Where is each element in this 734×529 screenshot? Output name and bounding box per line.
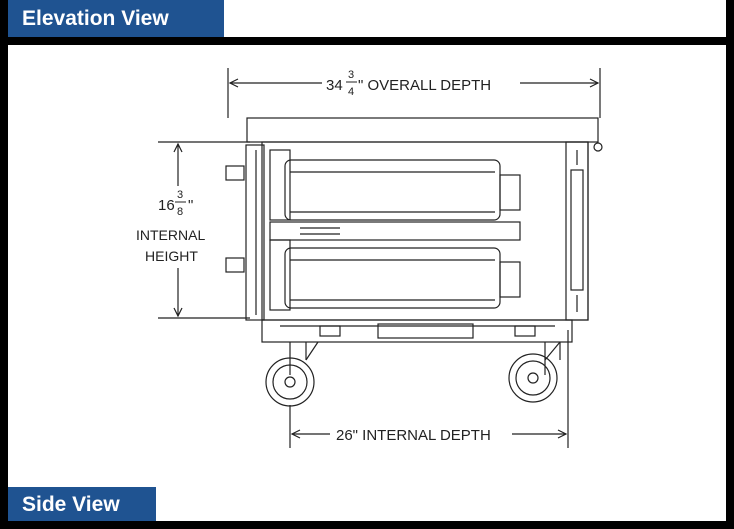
svg-text:INTERNAL: INTERNAL bbox=[136, 227, 205, 243]
lower-latch bbox=[225, 257, 245, 273]
right-caster-wheel bbox=[508, 353, 558, 403]
height-arrow-top bbox=[173, 142, 183, 153]
svg-text:3: 3 bbox=[348, 69, 354, 81]
elevation-view-title: Elevation View bbox=[8, 0, 224, 37]
lower-pan bbox=[284, 247, 501, 309]
top-knob bbox=[593, 142, 603, 152]
overall-depth-arrow-right bbox=[589, 78, 600, 88]
upper-pan-handle bbox=[499, 174, 521, 211]
internal-height-label: 16 3 8 " INTERNAL HEIGHT bbox=[136, 189, 205, 264]
front-column bbox=[245, 144, 265, 321]
door-handle bbox=[570, 169, 584, 291]
svg-text:34: 34 bbox=[326, 77, 343, 94]
upper-rail bbox=[269, 149, 291, 221]
svg-text:8: 8 bbox=[177, 206, 183, 218]
door-panel bbox=[565, 141, 589, 321]
cabinet-body bbox=[261, 141, 589, 321]
svg-text:3: 3 bbox=[177, 189, 183, 201]
middle-shelf bbox=[269, 221, 521, 241]
svg-text:": " bbox=[188, 197, 193, 214]
side-view-title: Side View bbox=[8, 487, 156, 521]
base-chassis bbox=[261, 319, 573, 343]
svg-text:4: 4 bbox=[348, 86, 354, 98]
svg-text:" OVERALL DEPTH: " OVERALL DEPTH bbox=[358, 77, 491, 94]
svg-text:HEIGHT: HEIGHT bbox=[145, 248, 198, 264]
cabinet-top bbox=[246, 117, 599, 143]
lower-pan-handle bbox=[499, 261, 521, 298]
header-divider bbox=[0, 37, 734, 45]
internal-depth-label: 26" INTERNAL DEPTH bbox=[336, 427, 491, 444]
upper-pan bbox=[284, 159, 501, 221]
depth-arrow-right bbox=[557, 429, 568, 439]
svg-text:16: 16 bbox=[158, 197, 175, 214]
lower-rail bbox=[269, 239, 291, 311]
height-arrow-bottom bbox=[173, 307, 183, 318]
upper-latch bbox=[225, 165, 245, 181]
depth-arrow-left bbox=[290, 429, 301, 439]
overall-depth-label: 34 3 4 " OVERALL DEPTH bbox=[326, 69, 491, 98]
overall-depth-arrow-left bbox=[228, 78, 239, 88]
